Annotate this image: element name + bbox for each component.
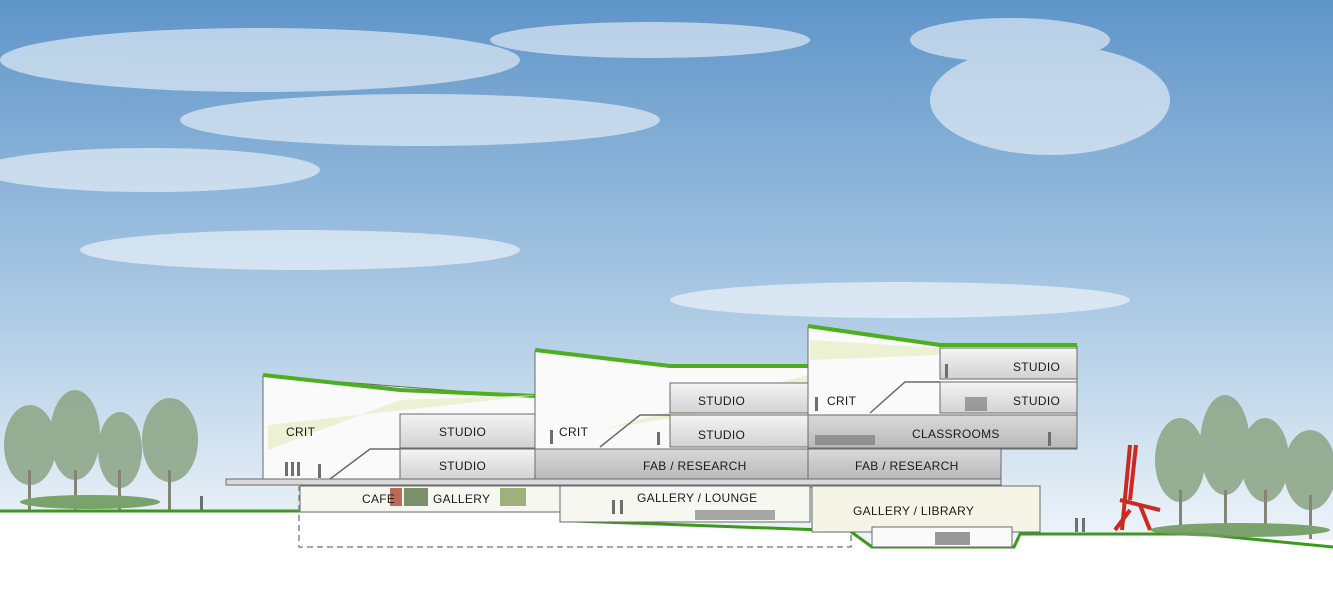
label-studio-left-upper: STUDIO (439, 425, 487, 439)
right-green-roof (807, 324, 1077, 347)
earth (0, 512, 1333, 602)
middle-green-roof (534, 348, 808, 368)
label-gallery: GALLERY (433, 492, 491, 506)
label-studio-mid-upper: STUDIO (698, 394, 746, 408)
right-stair (869, 381, 940, 414)
label-crit-left: CRIT (286, 425, 316, 439)
label-gallery-lounge: GALLERY / LOUNGE (637, 491, 758, 505)
left-stair (329, 448, 400, 480)
red-sculpture (1113, 444, 1161, 532)
label-studio-top: STUDIO (1013, 360, 1061, 374)
middle-stair (599, 414, 670, 448)
clouds (0, 18, 1170, 318)
right-floor-studio-top (939, 347, 1078, 380)
label-fab-research-mid: FAB / RESEARCH (643, 459, 747, 473)
trees-left (4, 390, 198, 510)
label-crit-right: CRIT (827, 394, 857, 408)
right-light-beam (810, 340, 940, 360)
people (200, 364, 1085, 545)
artwork-panels (390, 488, 526, 506)
left-green-roof (262, 373, 536, 398)
middle-floor-studio-lower (669, 414, 809, 448)
fab-band-right (807, 448, 1002, 480)
right-floor-studio (939, 381, 1078, 414)
label-studio-right: STUDIO (1013, 394, 1061, 408)
left-light-beam (268, 395, 540, 450)
trees-right (1150, 395, 1333, 539)
label-studio-left-lower: STUDIO (439, 459, 487, 473)
label-studio-mid-lower: STUDIO (698, 428, 746, 442)
slab-ground-floor (225, 478, 1002, 486)
label-gallery-library: GALLERY / LIBRARY (853, 504, 975, 518)
label-classrooms: CLASSROOMS (912, 427, 1000, 441)
fab-band-middle (534, 448, 809, 480)
label-crit-mid: CRIT (559, 425, 589, 439)
left-floor-studio-upper (399, 413, 536, 449)
label-cafe: CAFE (362, 492, 396, 506)
middle-floor-studio-upper (669, 382, 809, 414)
label-fab-research-right: FAB / RESEARCH (855, 459, 959, 473)
